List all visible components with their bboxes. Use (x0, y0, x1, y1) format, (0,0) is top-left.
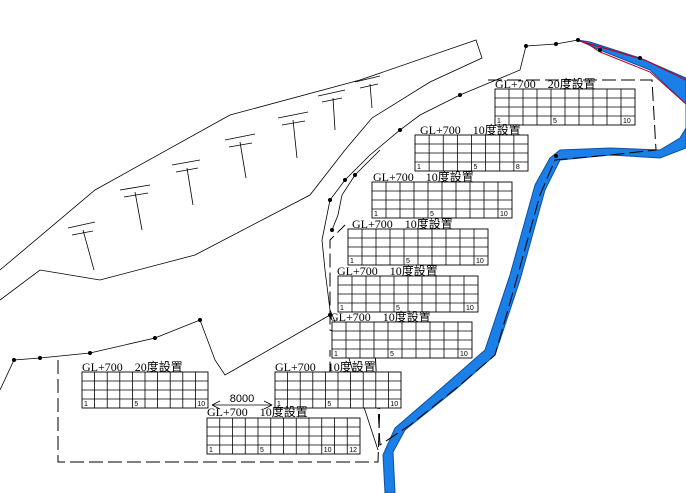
inner-boundary (525, 39, 579, 47)
pv-module-grid (207, 418, 360, 454)
pv-array: GL+700 10度設置 1 5 10 (330, 309, 473, 359)
dimension-8000: 8000 (211, 393, 273, 410)
pv-column-number: 1 (350, 258, 354, 265)
pv-column-number: 10 (466, 305, 474, 312)
pv-column-number: 1 (84, 401, 88, 408)
pv-module-grid (332, 322, 472, 358)
dimension-value: 8000 (230, 393, 254, 405)
pv-array-label: GL+700 10度設置 (420, 122, 521, 137)
pv-array: GL+700 10度設置 1 5 10 (274, 359, 402, 409)
survey-points (12, 38, 642, 362)
pv-module-grid (495, 89, 635, 125)
pv-array-label: GL+700 10度設置 (373, 169, 474, 184)
river-boundary-red (575, 39, 686, 81)
pv-column-number: 10 (324, 447, 332, 454)
pv-module-grid (372, 182, 512, 218)
river-boundary-red-inner (587, 43, 686, 105)
work-area-upper (329, 79, 657, 446)
pv-module-grid (415, 135, 528, 171)
pv-column-number: 1 (497, 118, 501, 125)
slope-outline (0, 39, 483, 301)
pv-column-number: 5 (474, 164, 478, 171)
pv-array-label: GL+700 10度設置 (352, 216, 453, 231)
slope-hatch-marks (67, 75, 381, 271)
pv-array-label: GL+700 20度設置 (495, 76, 596, 91)
pv-column-number: 5 (406, 258, 410, 265)
pv-array-label: GL+700 10度設置 (207, 404, 308, 419)
pv-column-number: 5 (390, 351, 394, 358)
pv-module-grid (275, 372, 401, 408)
pv-column-number: 10 (623, 118, 631, 125)
pv-array-label: GL+700 10度設置 (330, 309, 431, 324)
pv-column-number: 1 (340, 305, 344, 312)
pv-column-number: 8 (516, 164, 520, 171)
pv-module-grid (338, 276, 478, 312)
river-channel (382, 39, 686, 493)
pv-column-number: 5 (396, 305, 400, 312)
pv-column-number: 10 (390, 401, 398, 408)
pv-column-number: 5 (553, 118, 557, 125)
pv-array: GL+700 10度設置 1 5 10 (347, 216, 489, 266)
pv-module-grid (82, 372, 208, 408)
pv-array-label: GL+700 10度設置 (337, 263, 438, 278)
pv-module-grid (348, 229, 488, 265)
pv-column-number: 5 (327, 401, 331, 408)
pv-array: GL+700 20度設置 1 5 10 (494, 76, 636, 126)
pv-column-number: 10 (197, 401, 205, 408)
pv-array-label: GL+700 10度設置 (275, 359, 376, 374)
pv-array: GL+700 20度設置 1 5 10 (81, 359, 209, 409)
pv-column-number: 1 (374, 211, 378, 218)
pv-column-number: 1 (209, 447, 213, 454)
pv-column-number: 10 (460, 351, 468, 358)
pv-column-number: 10 (500, 211, 508, 218)
pv-column-number: 5 (430, 211, 434, 218)
pv-column-number: 10 (476, 258, 484, 265)
pv-array: GL+700 10度設置 1 5 10 (337, 263, 479, 313)
pv-column-number: 1 (334, 351, 338, 358)
pv-column-number: 5 (134, 401, 138, 408)
pv-array: GL+700 10度設置 1 5 8 (414, 122, 529, 172)
pv-array: GL+700 10度設置 1 5 10 (371, 169, 513, 219)
pv-column-number: 1 (417, 164, 421, 171)
pv-array-label: GL+700 20度設置 (82, 359, 183, 374)
site-boundary-inner (331, 149, 381, 231)
pv-column-number: 12 (349, 447, 357, 454)
pv-column-number: 5 (260, 447, 264, 454)
pv-column-number: 1 (277, 401, 281, 408)
